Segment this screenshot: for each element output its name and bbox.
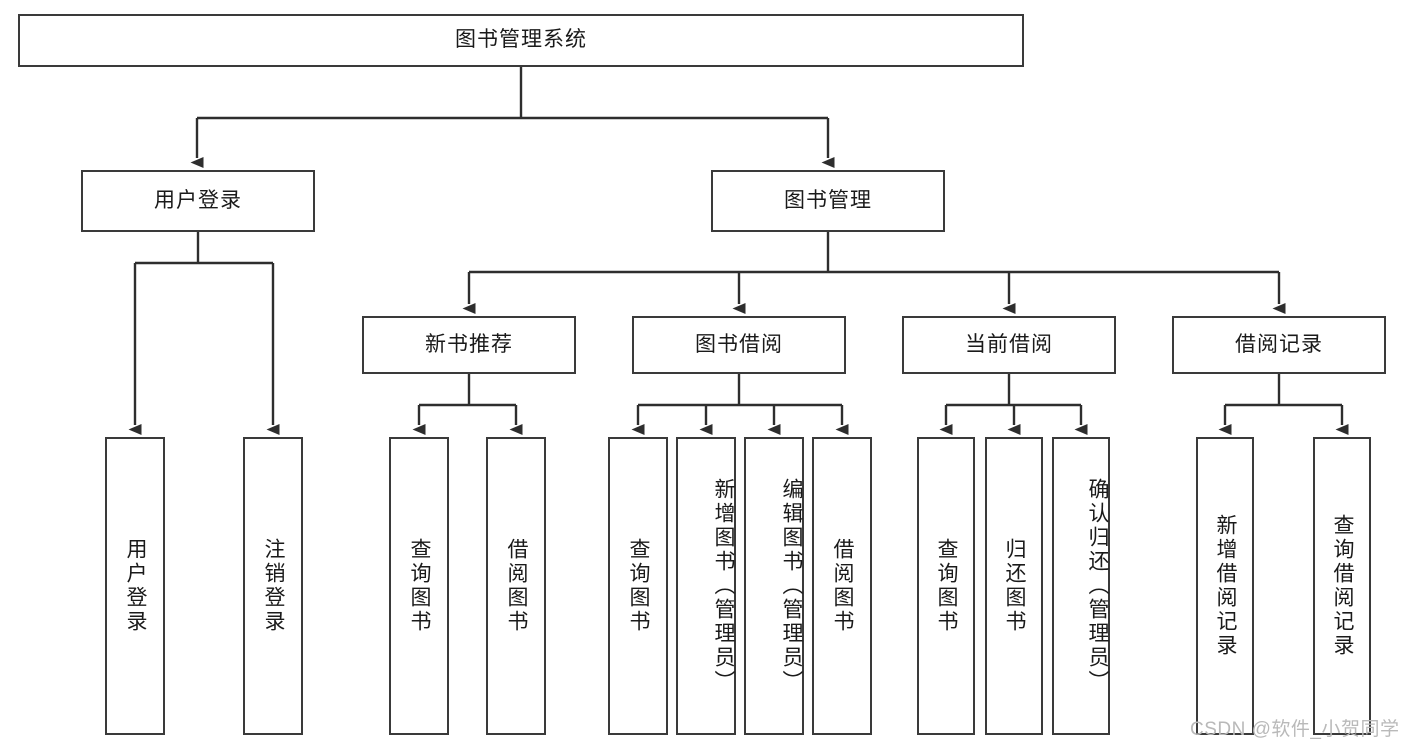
- node-current-borrow-label: 当前借阅: [965, 332, 1053, 356]
- node-leaf-add-book[interactable]: 新增图书（管理员）: [676, 437, 736, 735]
- node-leaf-borrow-book-rec-label: 借阅图书: [505, 538, 529, 634]
- node-leaf-query-record[interactable]: 查询借阅记录: [1313, 437, 1371, 735]
- node-leaf-query-book-cur-label: 查询图书: [935, 538, 959, 634]
- node-leaf-logout-label: 注销登录: [262, 538, 286, 634]
- node-leaf-return-book-label: 归还图书: [1003, 538, 1027, 634]
- node-book-manage[interactable]: 图书管理: [711, 170, 945, 232]
- node-leaf-user-login[interactable]: 用户登录: [105, 437, 165, 735]
- node-leaf-borrow-book-rec[interactable]: 借阅图书: [486, 437, 546, 735]
- node-leaf-logout[interactable]: 注销登录: [243, 437, 303, 735]
- watermark-text: CSDN @软件_小贺同学: [1190, 719, 1400, 740]
- node-leaf-query-record-label: 查询借阅记录: [1331, 514, 1355, 658]
- node-leaf-return-book[interactable]: 归还图书: [985, 437, 1043, 735]
- node-leaf-query-book-borrow[interactable]: 查询图书: [608, 437, 668, 735]
- node-leaf-query-book-rec[interactable]: 查询图书: [389, 437, 449, 735]
- node-leaf-add-book-label: 新增图书（管理员）: [712, 478, 735, 694]
- node-leaf-user-login-label: 用户登录: [124, 538, 148, 634]
- node-borrow-record-label: 借阅记录: [1235, 332, 1323, 356]
- node-leaf-edit-book-label: 编辑图书（管理员）: [780, 478, 803, 694]
- node-leaf-add-record-label: 新增借阅记录: [1214, 514, 1238, 658]
- node-leaf-confirm-return-label: 确认归还（管理员）: [1086, 478, 1109, 694]
- node-leaf-edit-book[interactable]: 编辑图书（管理员）: [744, 437, 804, 735]
- node-user-login-label: 用户登录: [154, 188, 242, 212]
- node-current-borrow[interactable]: 当前借阅: [902, 316, 1116, 374]
- node-leaf-add-record[interactable]: 新增借阅记录: [1196, 437, 1254, 735]
- node-root-label: 图书管理系统: [455, 28, 587, 52]
- node-leaf-confirm-return[interactable]: 确认归还（管理员）: [1052, 437, 1110, 735]
- node-leaf-borrow-book[interactable]: 借阅图书: [812, 437, 872, 735]
- node-leaf-borrow-book-label: 借阅图书: [831, 538, 855, 634]
- node-book-borrow[interactable]: 图书借阅: [632, 316, 846, 374]
- node-book-borrow-label: 图书借阅: [695, 332, 783, 356]
- node-root[interactable]: 图书管理系统: [18, 14, 1024, 67]
- node-borrow-record[interactable]: 借阅记录: [1172, 316, 1386, 374]
- node-leaf-query-book-cur[interactable]: 查询图书: [917, 437, 975, 735]
- node-new-book-rec[interactable]: 新书推荐: [362, 316, 576, 374]
- node-new-book-rec-label: 新书推荐: [425, 332, 513, 356]
- node-book-manage-label: 图书管理: [784, 188, 872, 212]
- node-leaf-query-book-rec-label: 查询图书: [408, 538, 432, 634]
- node-user-login[interactable]: 用户登录: [81, 170, 315, 232]
- node-leaf-query-book-borrow-label: 查询图书: [627, 538, 651, 634]
